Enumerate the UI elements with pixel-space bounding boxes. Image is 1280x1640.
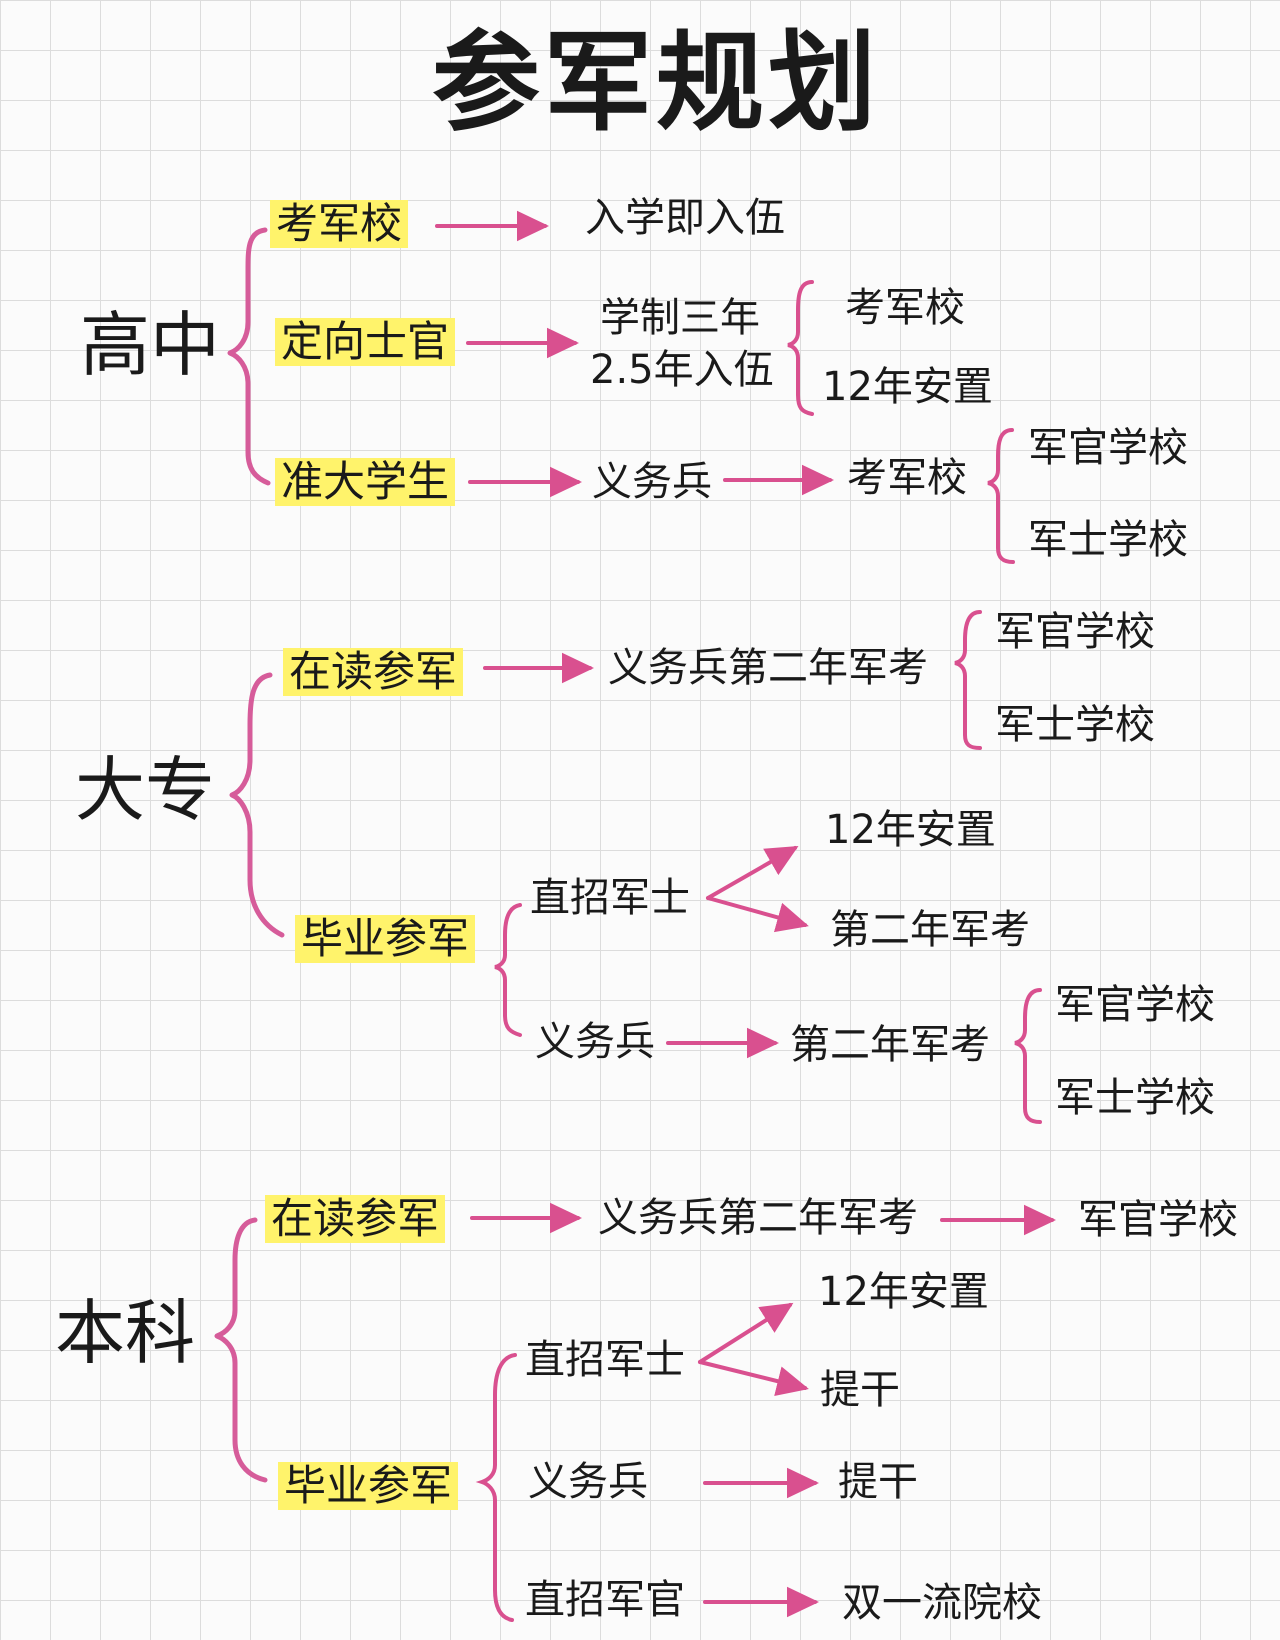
bachelor-biye: 毕业参军 (278, 1462, 459, 1510)
page-title: 参军规划 (432, 21, 881, 146)
college-zaidu: 在读参军 (283, 648, 464, 696)
college-zhizhao-target-1: 12年安置 (825, 807, 996, 853)
zhun-option-2: 军士学校 (1028, 517, 1188, 563)
arrow-college-zhizhao-up (706, 846, 799, 900)
bachelor-zhizhao-junguan-result: 双一流院校 (842, 1580, 1042, 1626)
brace-bachelor (214, 1217, 268, 1483)
dingxiang-option-1: 考军校 (845, 285, 965, 331)
arrow-bachelor-zhizhao-down (698, 1360, 809, 1397)
college-biye: 毕业参军 (295, 915, 476, 963)
college-yiwu-option-1: 军官学校 (1055, 982, 1215, 1028)
dingxiang-info-line2: 2.5年入伍 (590, 347, 774, 393)
stage-high-school: 高中 (80, 304, 220, 386)
dingxiang-info-line1: 学制三年 (600, 295, 760, 341)
arrow-bachelor-zhizhao-up (698, 1302, 794, 1364)
bachelor-zaidu: 在读参军 (265, 1195, 446, 1243)
option-dingxiang: 定向士官 (275, 318, 456, 366)
college-zhizhao-target-2: 第二年军考 (830, 907, 1030, 953)
brace-college (229, 672, 285, 938)
brace-zhun-options (987, 428, 1015, 564)
arrow-college-zhizhao-down (706, 896, 809, 933)
college-yiwu-option-2: 军士学校 (1055, 1075, 1215, 1121)
bachelor-zhizhao-junshi: 直招军士 (525, 1337, 685, 1383)
bachelor-zhizhao-target-2: 提干 (820, 1367, 900, 1413)
zhun-step2: 考军校 (847, 455, 967, 501)
college-yiwu-step: 第二年军考 (790, 1022, 990, 1068)
zhun-step1: 义务兵 (592, 459, 712, 505)
bachelor-zaidu-step: 义务兵第二年军考 (598, 1195, 918, 1241)
college-zaidu-option-2: 军士学校 (995, 702, 1155, 748)
college-yiwu: 义务兵 (535, 1019, 655, 1065)
bachelor-yiwu-result: 提干 (838, 1459, 918, 1505)
zhun-option-1: 军官学校 (1028, 425, 1188, 471)
option-kaojunxiao: 考军校 (270, 200, 409, 248)
bachelor-zhizhao-junguan: 直招军官 (525, 1577, 685, 1623)
bachelor-yiwu: 义务兵 (528, 1459, 648, 1505)
stage-bachelor: 本科 (55, 1292, 195, 1374)
dingxiang-option-2: 12年安置 (822, 364, 993, 410)
stage-college: 大专 (75, 749, 215, 831)
option-zhun: 准大学生 (275, 458, 456, 506)
bachelor-zaidu-result: 军官学校 (1078, 1197, 1238, 1243)
college-zaidu-step: 义务兵第二年军考 (608, 645, 928, 691)
brace-dingxiang-options (787, 280, 814, 416)
brace-bachelor-biye (475, 1353, 517, 1622)
brace-college-zaidu-options (954, 610, 982, 750)
result-ruxue: 入学即入伍 (585, 195, 785, 241)
brace-high-school (227, 227, 271, 486)
bachelor-zhizhao-target-1: 12年安置 (818, 1269, 989, 1315)
brace-college-biye (494, 903, 522, 1037)
brace-college-yiwu-options (1014, 988, 1042, 1124)
college-zhizhao: 直招军士 (530, 875, 690, 921)
college-zaidu-option-1: 军官学校 (995, 609, 1155, 655)
